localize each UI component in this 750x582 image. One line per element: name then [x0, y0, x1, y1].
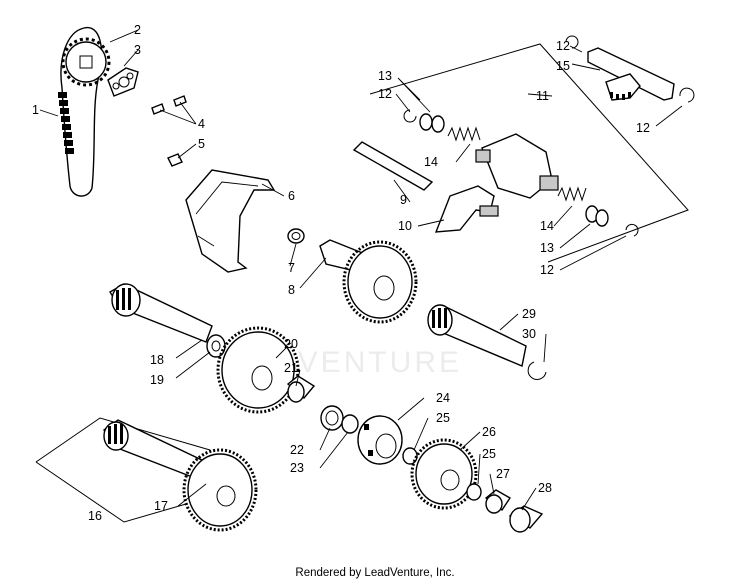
snap-ring-part — [287, 228, 305, 244]
spring-upper-part — [447, 126, 481, 142]
reverse-gear-part — [410, 438, 478, 510]
washers-lower-part — [585, 205, 609, 227]
bearing-cup-part — [508, 505, 544, 533]
callout-23: 23 — [290, 461, 304, 475]
hex-bolt-part — [167, 153, 183, 167]
callout-14-lower: 14 — [540, 219, 554, 233]
output-circlip-part — [527, 361, 547, 380]
callout-28: 28 — [538, 481, 552, 495]
washers-upper-part — [419, 113, 445, 133]
shift-drum-assembly-bracket — [369, 43, 689, 263]
callout-12-left: 12 — [378, 87, 392, 101]
callout-4: 4 — [198, 117, 205, 131]
shift-drum-part — [475, 133, 559, 199]
needle-bearing-part — [484, 489, 511, 514]
spline-washer-part — [320, 405, 344, 431]
callout-25-lower: 25 — [482, 447, 496, 461]
spring-lower-part — [557, 186, 587, 202]
callout-25-upper: 25 — [436, 411, 450, 425]
shift-shaft-part — [587, 47, 675, 101]
callout-22: 22 — [290, 443, 304, 457]
callout-labels: 1 2 3 4 5 6 7 8 9 10 11 12 12 12 12 13 1… — [32, 23, 650, 523]
bushing-part — [286, 375, 316, 403]
cap-screw-pair-part — [151, 95, 187, 115]
callout-14-upper: 14 — [424, 155, 438, 169]
callout-2: 2 — [134, 23, 141, 37]
callout-29: 29 — [522, 307, 536, 321]
callout-13-lower: 13 — [540, 241, 554, 255]
callout-13-upper: 13 — [378, 69, 392, 83]
callout-26: 26 — [482, 425, 496, 439]
e-clips-part — [403, 35, 695, 237]
countershaft-gear-part — [319, 239, 418, 324]
shift-dog-part — [357, 415, 403, 465]
leader-lines — [39, 29, 683, 511]
driven-gear-part — [216, 326, 300, 414]
callout-9: 9 — [400, 193, 407, 207]
callout-11: 11 — [536, 89, 549, 103]
circlip-part — [341, 414, 359, 434]
idler-shaft-part — [103, 419, 207, 481]
callout-12-top: 12 — [556, 39, 570, 53]
callout-15: 15 — [556, 59, 570, 73]
input-shaft-part — [109, 283, 213, 343]
callout-21: 21 — [284, 361, 298, 375]
output-shaft-part — [427, 304, 527, 367]
chain-guard-part — [185, 169, 276, 273]
callout-6: 6 — [288, 189, 295, 203]
callout-7: 7 — [288, 261, 295, 275]
sprocket-retainer-plate-part — [107, 67, 139, 97]
shift-rod-part — [352, 141, 434, 191]
callout-16: 16 — [88, 509, 102, 523]
thrust-washer-part — [206, 334, 226, 358]
reverse-idler-bracket — [35, 417, 211, 523]
callout-27: 27 — [496, 467, 510, 481]
callout-5: 5 — [198, 137, 205, 151]
callout-18: 18 — [150, 353, 164, 367]
callout-1: 1 — [32, 103, 39, 117]
thrust-washer-lower-part — [466, 483, 482, 501]
sprocket-part — [61, 37, 111, 87]
callout-12-right: 12 — [636, 121, 650, 135]
callout-10: 10 — [398, 219, 412, 233]
callout-3: 3 — [134, 43, 141, 57]
footer-credit: Rendered by LeadVenture, Inc. — [295, 567, 454, 579]
callout-24: 24 — [436, 391, 450, 405]
callout-20: 20 — [284, 337, 298, 351]
shift-fork-part — [434, 185, 499, 233]
callout-8: 8 — [288, 283, 295, 297]
callout-17: 17 — [154, 499, 168, 513]
callout-12-bottom: 12 — [540, 263, 554, 277]
callout-30: 30 — [522, 327, 536, 341]
idler-gear-part — [182, 448, 258, 532]
callout-19: 19 — [150, 373, 164, 387]
